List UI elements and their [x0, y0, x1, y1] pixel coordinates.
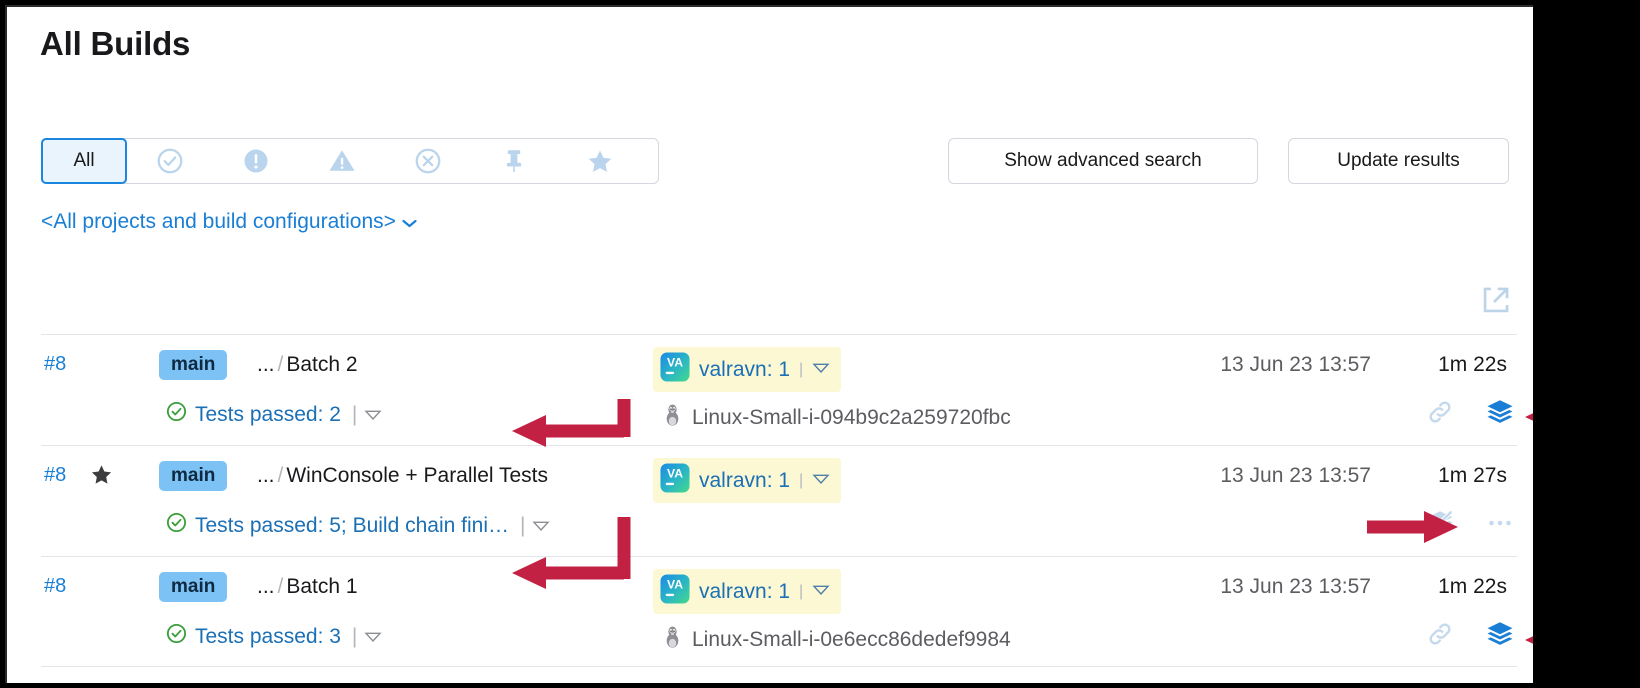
branch-badge: main [159, 461, 228, 491]
agent-avatar: VA [660, 463, 690, 498]
status-dropdown-caret-icon[interactable] [532, 514, 551, 538]
build-date: 13 Jun 23 13:57 [1220, 575, 1371, 598]
build-status[interactable]: Tests passed: 3 | [165, 622, 382, 651]
build-list-page: All Builds All [5, 5, 1533, 683]
chevron-down-icon [401, 217, 418, 231]
agent-info[interactable]: VA valravn: 1 | [653, 347, 842, 392]
status-dropdown-caret-icon[interactable] [364, 625, 382, 649]
check-circle-icon [165, 622, 188, 651]
agent-dropdown-caret-icon[interactable] [812, 583, 830, 601]
stack-icon[interactable] [1485, 619, 1515, 654]
divider: | [799, 471, 804, 489]
agent-name-link[interactable]: valravn: 1 [699, 468, 791, 492]
table-row[interactable]: #8 main .../Batch 1 Tests passed: 3 | [41, 556, 1517, 667]
build-configuration-name: Batch 2 [286, 353, 358, 376]
svg-text:VA: VA [667, 578, 683, 592]
chain-link-icon[interactable] [1425, 619, 1455, 654]
build-configuration-path[interactable]: .../Batch 2 [257, 353, 358, 376]
filter-tab-pinned[interactable] [471, 139, 557, 183]
build-duration: 1m 22s [1438, 353, 1507, 376]
project-selector-label: <All projects and build configurations> [41, 210, 396, 233]
row-actions [1425, 619, 1515, 654]
show-advanced-search-button[interactable]: Show advanced search [948, 138, 1258, 184]
build-host: Linux-Small-i-094b9c2a259720fbc [663, 403, 1011, 433]
row-actions [1425, 508, 1515, 543]
builds-table: #8 main .../Batch 2 Tests passed: 2 | [41, 334, 1517, 667]
build-status-text: Tests passed: 5; Build chain fini… [195, 513, 509, 537]
path-prefix: ... [257, 575, 275, 598]
x-circle-icon [413, 146, 443, 176]
build-host: Linux-Small-i-0e6ecc86dedef9984 [663, 625, 1011, 655]
agent-avatar: VA [660, 352, 690, 387]
annotation-arrow-row3-right [1525, 636, 1533, 644]
branch-badge: main [159, 350, 228, 380]
build-status-text: Tests passed: 3 [195, 624, 341, 648]
host-name: Linux-Small-i-0e6ecc86dedef9984 [692, 628, 1011, 651]
path-prefix: ... [257, 353, 275, 376]
build-configuration-path[interactable]: .../WinConsole + Parallel Tests [257, 464, 549, 487]
build-date: 13 Jun 23 13:57 [1220, 353, 1371, 376]
open-in-new-window-icon[interactable] [1479, 283, 1513, 322]
build-configuration-name: Batch 1 [286, 575, 358, 598]
row-actions [1425, 397, 1515, 432]
divider: | [351, 624, 358, 648]
agent-name-link[interactable]: valravn: 1 [699, 357, 791, 381]
status-dropdown-caret-icon[interactable] [364, 403, 382, 427]
agent-info[interactable]: VA valravn: 1 | [653, 569, 842, 614]
check-circle-icon [165, 400, 188, 429]
check-circle-icon [155, 146, 185, 176]
linux-penguin-icon [663, 403, 682, 433]
stack-struck-icon[interactable] [1425, 508, 1455, 543]
star-icon [585, 146, 615, 176]
starred-icon[interactable] [89, 462, 114, 492]
more-options-icon[interactable] [1485, 508, 1515, 543]
build-status-text: Tests passed: 2 [195, 402, 341, 426]
build-date: 13 Jun 23 13:57 [1220, 464, 1371, 487]
svg-text:VA: VA [667, 356, 683, 370]
agent-avatar: VA [660, 574, 690, 609]
check-circle-icon [165, 511, 188, 540]
svg-text:VA: VA [667, 467, 683, 481]
filter-tab-successful[interactable] [127, 139, 213, 183]
divider: | [799, 360, 804, 378]
divider: | [799, 582, 804, 600]
build-status[interactable]: Tests passed: 5; Build chain fini… | [165, 511, 551, 540]
warning-triangle-icon [327, 146, 357, 176]
filter-tab-failed[interactable] [213, 139, 299, 183]
agent-name-link[interactable]: valravn: 1 [699, 579, 791, 603]
linux-penguin-icon [663, 625, 682, 655]
chain-link-icon[interactable] [1425, 397, 1455, 432]
exclamation-circle-icon [241, 146, 271, 176]
agent-info[interactable]: VA valravn: 1 | [653, 458, 842, 503]
divider: | [351, 402, 358, 426]
project-selector[interactable]: <All projects and build configurations> [41, 210, 418, 234]
page-title: All Builds [40, 25, 191, 62]
path-prefix: ... [257, 464, 275, 487]
divider: | [520, 513, 526, 537]
annotation-arrow-row1-right [1525, 413, 1533, 421]
filter-tab-all-label: All [73, 150, 95, 171]
update-results-button[interactable]: Update results [1288, 138, 1509, 184]
build-status-filter-bar[interactable]: All [41, 138, 659, 184]
filter-tab-problems[interactable] [299, 139, 385, 183]
build-status[interactable]: Tests passed: 2 | [165, 400, 382, 429]
build-number-link[interactable]: #8 [44, 575, 67, 597]
filter-tab-tagged[interactable] [557, 139, 643, 183]
agent-dropdown-caret-icon[interactable] [812, 361, 830, 379]
host-name: Linux-Small-i-094b9c2a259720fbc [692, 406, 1011, 429]
table-row[interactable]: #8 main .../Batch 2 Tests passed: 2 | [41, 334, 1517, 445]
build-configuration-name: WinConsole + Parallel Tests [286, 464, 549, 487]
pin-icon [499, 146, 529, 176]
build-number-link[interactable]: #8 [44, 464, 67, 486]
branch-badge: main [159, 572, 228, 602]
build-number-link[interactable]: #8 [44, 353, 67, 375]
filter-tab-cancelled[interactable] [385, 139, 471, 183]
table-row[interactable]: #8 main .../WinConsole + Parallel Tests [41, 445, 1517, 556]
stack-icon[interactable] [1485, 397, 1515, 432]
build-duration: 1m 27s [1438, 464, 1507, 487]
build-duration: 1m 22s [1438, 575, 1507, 598]
filter-tab-all[interactable]: All [41, 138, 127, 184]
agent-dropdown-caret-icon[interactable] [812, 472, 830, 490]
build-configuration-path[interactable]: .../Batch 1 [257, 575, 358, 598]
